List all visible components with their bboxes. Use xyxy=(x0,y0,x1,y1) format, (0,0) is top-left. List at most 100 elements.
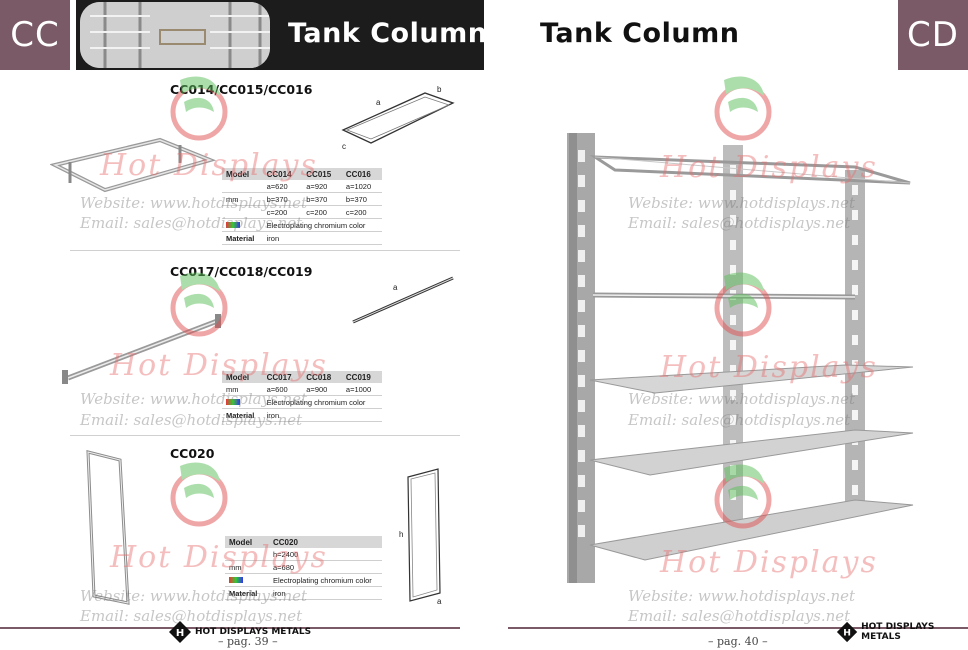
spec-row: h=2400 xyxy=(225,548,382,561)
watermark-brand: Hot Displays xyxy=(660,150,878,185)
spec-cell xyxy=(222,180,263,193)
watermark-logo-icon xyxy=(170,272,228,337)
watermark-website: Website: www.hotdisplays.net xyxy=(628,390,856,408)
section-1-spec-table: Model CC014 CC015 CC016 a=620 a=920 a=10… xyxy=(222,168,382,245)
watermark-email: Email: sales@hotdisplays.net xyxy=(80,214,303,232)
spec-row: mm b=370 b=370 b=370 xyxy=(222,192,382,206)
brand-name: HOT DISPLAYS METALS xyxy=(861,622,935,642)
watermark-brand: Hot Displays xyxy=(660,545,878,580)
spec-cell: a=900 xyxy=(302,383,342,396)
section-1-dim-b: b xyxy=(437,85,442,94)
watermark-logo-icon xyxy=(170,76,228,141)
spec-finish: Electroplating chromium color xyxy=(269,573,382,587)
page-tab-left: CC xyxy=(0,0,70,70)
footer-brand-right: H HOT DISPLAYS METALS xyxy=(836,620,968,644)
spec-header: CC018 xyxy=(302,371,342,383)
section-2-dim-a: a xyxy=(393,283,398,292)
spec-header: Model xyxy=(225,536,269,548)
brand-logo-icon: H xyxy=(169,621,191,643)
watermark-logo-icon xyxy=(714,464,772,529)
section-3-dim-h: h xyxy=(399,530,404,539)
spec-material: iron xyxy=(269,586,382,600)
spec-header: CC017 xyxy=(262,371,303,383)
watermark-brand: Hot Displays xyxy=(100,148,318,183)
spec-header: CC014 xyxy=(262,168,303,180)
section-1-frame-diagram xyxy=(341,92,455,144)
section-2-bar-photo xyxy=(62,314,221,384)
spec-material-label: Material xyxy=(222,231,263,245)
spec-material: iron xyxy=(262,231,382,245)
header-photo xyxy=(80,2,270,68)
spec-row: c=200 c=200 c=200 xyxy=(222,205,382,219)
watermark-website: Website: www.hotdisplays.net xyxy=(80,390,308,408)
page-tab-left-label: CC xyxy=(10,15,60,55)
watermark-logo-icon xyxy=(714,272,772,337)
spec-material-row: Material iron xyxy=(222,408,382,422)
spec-cell: mm xyxy=(225,560,269,574)
watermark-email: Email: sales@hotdisplays.net xyxy=(628,607,851,625)
left-page-title: Tank Column xyxy=(288,18,488,49)
spec-material: iron xyxy=(262,408,382,422)
svg-text:H: H xyxy=(176,628,184,639)
watermark-email: Email: sales@hotdisplays.net xyxy=(628,214,851,232)
section-1-dim-c: c xyxy=(342,142,346,151)
spec-material-label: Material xyxy=(222,408,263,422)
spec-cell: a=920 xyxy=(302,180,342,193)
spec-header: CC019 xyxy=(341,371,382,383)
watermark-email: Email: sales@hotdisplays.net xyxy=(80,411,303,429)
spec-material-row: Material iron xyxy=(225,586,382,600)
watermark-website: Website: www.hotdisplays.net xyxy=(628,587,856,605)
spec-row: a=620 a=920 a=1020 xyxy=(222,180,382,193)
watermark-brand: Hot Displays xyxy=(660,350,878,385)
color-swatch-icon xyxy=(222,395,263,409)
section-1-dim-a: a xyxy=(376,98,381,107)
spec-cell: a=680 xyxy=(269,560,382,574)
header-photo-image xyxy=(80,2,270,68)
spec-finish-row: Electroplating chromium color xyxy=(222,218,382,232)
spec-header-row: Model CC014 CC015 CC016 xyxy=(222,168,382,180)
spec-cell: mm xyxy=(222,192,263,206)
watermark-logo-icon xyxy=(170,462,228,527)
spec-cell: c=200 xyxy=(341,205,382,219)
spec-cell: h=2400 xyxy=(269,548,382,561)
spec-cell: mm xyxy=(222,383,263,396)
spec-finish-row: Electroplating chromium color xyxy=(225,573,382,587)
section-3-spec-table: Model CC020 h=2400 mm a=680 Electroplati… xyxy=(225,536,382,600)
watermark-email: Email: sales@hotdisplays.net xyxy=(80,607,303,625)
page-tab-right-label: CD xyxy=(907,15,959,55)
page-number-left: – pag. 39 – xyxy=(218,635,278,648)
watermark-website: Website: www.hotdisplays.net xyxy=(80,194,308,212)
spec-finish-row: Electroplating chromium color xyxy=(222,395,382,409)
spec-row: mm a=680 xyxy=(225,560,382,574)
spec-row: mm a=600 a=900 a=1000 xyxy=(222,383,382,396)
spec-cell: a=1020 xyxy=(341,180,382,193)
section-1-frame-photo xyxy=(50,137,217,193)
watermark-brand: Hot Displays xyxy=(110,540,328,575)
page-tab-right: CD xyxy=(898,0,968,70)
section-3-frame-photo xyxy=(86,450,130,605)
section-2-spec-table: Model CC017 CC018 CC019 mm a=600 a=900 a… xyxy=(222,371,382,422)
spec-cell: c=200 xyxy=(302,205,342,219)
brand-name: HOT DISPLAYS METALS xyxy=(195,627,312,637)
brand-logo-icon: H xyxy=(836,621,858,643)
section-3-code: CC020 xyxy=(170,446,215,461)
spec-cell: a=1000 xyxy=(341,383,382,396)
footer-brand-left: H HOT DISPLAYS METALS xyxy=(168,620,311,644)
spec-cell xyxy=(225,548,269,561)
spec-cell: a=600 xyxy=(262,383,303,396)
spec-finish: Electroplating chromium color xyxy=(262,395,382,409)
spec-cell xyxy=(222,205,263,219)
right-page-title: Tank Column xyxy=(540,18,740,49)
watermark-website: Website: www.hotdisplays.net xyxy=(628,194,856,212)
spec-material-row: Material iron xyxy=(222,231,382,245)
spec-cell: a=620 xyxy=(262,180,303,193)
spec-cell: b=370 xyxy=(262,192,303,206)
page-number-right: – pag. 40 – xyxy=(708,635,768,648)
color-swatch-icon xyxy=(225,573,269,587)
section-3-dim-a: a xyxy=(437,597,442,606)
spec-finish: Electroplating chromium color xyxy=(262,218,382,232)
section-divider xyxy=(70,435,460,436)
spec-header: CC016 xyxy=(341,168,382,180)
footer-line-left xyxy=(0,627,460,629)
spec-header-row: Model CC020 xyxy=(225,536,382,548)
